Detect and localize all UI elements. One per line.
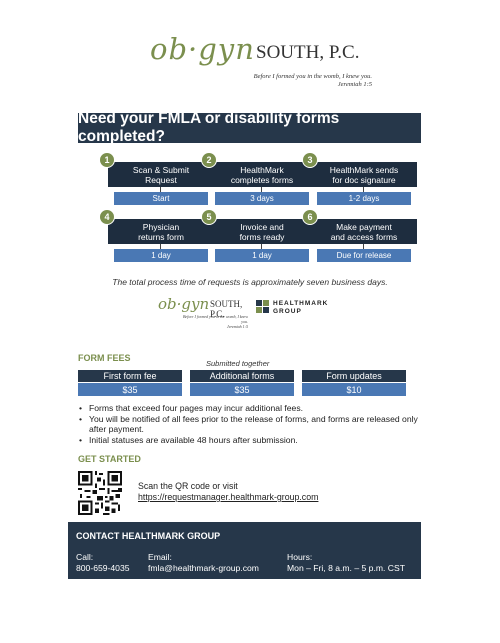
fee-label-first: First form fee — [78, 370, 182, 382]
email-label: Email: — [148, 552, 172, 562]
scan-instructions: Scan the QR code or visit — [138, 481, 238, 491]
list-item: Forms that exceed four pages may incur a… — [78, 403, 418, 414]
step-5-connector — [261, 244, 262, 250]
step-1-number: 1 — [99, 152, 115, 168]
step-1-duration: Start — [114, 192, 208, 205]
fee-price-updates: $10 — [302, 383, 406, 396]
hours-value: Mon – Fri, 8 a.m. – 5 p.m. CST — [287, 563, 405, 573]
healthmark-logo: HEALTHMARK GROUP — [256, 300, 336, 316]
fee-notes-list: Forms that exceed four pages may incur a… — [78, 403, 418, 445]
submitted-together-note: Submitted together — [206, 359, 270, 368]
step-1-connector — [160, 187, 161, 193]
total-time-note: The total process time of requests is ap… — [112, 277, 388, 287]
call-label: Call: — [76, 552, 94, 562]
step-5-duration: 1 day — [215, 249, 309, 262]
logo-south: SOUTH, P.C. — [256, 42, 360, 63]
logo-tagline: Before I formed you in the womb, I knew … — [253, 73, 372, 88]
contact-heading: CONTACT HEALTHMARK GROUP — [76, 531, 221, 541]
fee-label-additional: Additional forms — [190, 370, 294, 382]
email-address[interactable]: fmla@healthmark-group.com — [148, 563, 259, 573]
step-4-duration: 1 day — [114, 249, 208, 262]
form-fees-heading: FORM FEES — [78, 353, 131, 363]
list-item: Initial statuses are available 48 hours … — [78, 435, 418, 446]
step-2-duration: 3 days — [215, 192, 309, 205]
step-4-connector — [160, 244, 161, 250]
step-6-number: 6 — [302, 209, 318, 225]
step-6-duration: Due for release — [317, 249, 411, 262]
step-4-number: 4 — [99, 209, 115, 225]
list-item: You will be notified of all fees prior t… — [78, 414, 418, 435]
title-banner: Need your FMLA or disability forms compl… — [78, 110, 421, 145]
banner-title: Need your FMLA or disability forms compl… — [78, 110, 340, 145]
logo-wordmark: ob·gyn — [150, 32, 255, 66]
healthmark-logo-icon — [256, 300, 269, 314]
step-2-number: 2 — [201, 152, 217, 168]
fee-price-additional: $35 — [190, 383, 294, 396]
hours-label: Hours: — [287, 552, 313, 562]
fee-label-updates: Form updates — [302, 370, 406, 382]
step-2-connector — [261, 187, 262, 193]
get-started-heading: GET STARTED — [78, 454, 141, 464]
contact-panel: CONTACT HEALTHMARK GROUP Call: 800-659-4… — [68, 522, 421, 579]
request-manager-link[interactable]: https://requestmanager.healthmark-group.… — [138, 492, 319, 502]
obgyn-small-logo: ob·gyn SOUTH, P.C. Before I formed you i… — [158, 295, 248, 329]
step-3-duration: 1-2 days — [317, 192, 411, 205]
call-number[interactable]: 800-659-4035 — [76, 563, 130, 573]
obgyn-logo: ob·gyn SOUTH, P.C. Before I formed you i… — [150, 32, 380, 92]
step-3-connector — [363, 187, 364, 193]
step-6-connector — [363, 244, 364, 250]
step-5-number: 5 — [201, 209, 217, 225]
step-3-number: 3 — [302, 152, 318, 168]
qr-code-icon — [78, 471, 122, 515]
fee-price-first: $35 — [78, 383, 182, 396]
